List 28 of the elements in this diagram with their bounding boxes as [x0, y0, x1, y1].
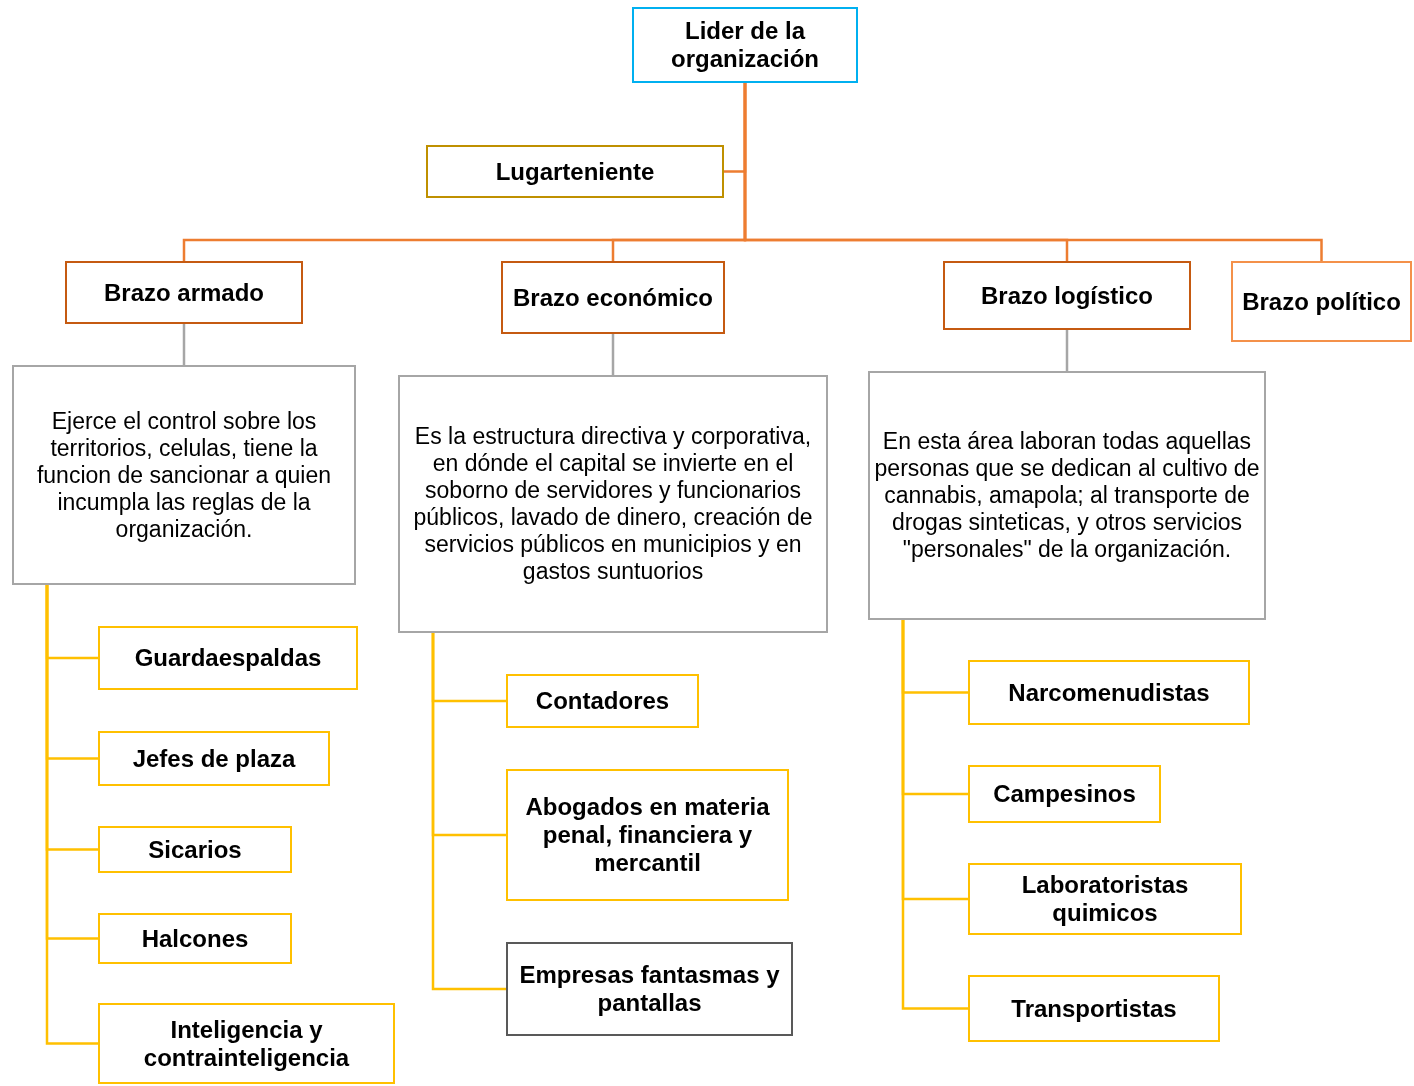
role-box: Campesinos [968, 765, 1161, 823]
connector-line [901, 620, 968, 1010]
role-box: Contadores [506, 674, 699, 728]
role-box: Laboratoristas quimicos [968, 863, 1242, 935]
connector-line [45, 585, 98, 1045]
role-box: Halcones [98, 913, 292, 964]
role-box: Transportistas [968, 975, 1220, 1042]
role-box: Sicarios [98, 826, 292, 873]
connector-line [431, 633, 506, 991]
connector-line [182, 324, 186, 365]
role-box: Lugarteniente [426, 145, 724, 198]
role-box: Brazo armado [65, 261, 303, 324]
role-box: Brazo político [1231, 261, 1412, 342]
role-box: Jefes de plaza [98, 731, 330, 786]
connector-line [611, 334, 615, 375]
role-box: Brazo económico [501, 261, 725, 334]
role-box: Empresas fantasmas y pantallas [506, 942, 793, 1036]
description-box: Es la estructura directiva y corporativa, en dónde el capital se invierte en el soborno de servidores y funcionarios públicos, lavado de dinero, creación de servicios públicos en municipios y en gastos suntuorios [398, 375, 828, 633]
role-box: Inteligencia y contrainteligencia [98, 1003, 395, 1084]
role-box: Brazo logístico [943, 261, 1191, 330]
connector-line [743, 83, 1323, 261]
role-box: Abogados en materia penal, financiera y mercantil [506, 769, 789, 901]
description-box: Ejerce el control sobre los territorios, celulas, tiene la funcion de sancionar a quien incumpla las reglas de la organización. [12, 365, 356, 585]
description-box: En esta área laboran todas aquellas personas que se dedican al cultivo de cannabis, amapola; al transporte de drogas sinteticas, y otros servicios "personales" de la organización. [868, 371, 1266, 620]
connector-line [1065, 330, 1069, 371]
role-box: Guardaespaldas [98, 626, 358, 690]
role-box: Narcomenudistas [968, 660, 1250, 725]
role-box: Lider de la organización [632, 7, 858, 83]
